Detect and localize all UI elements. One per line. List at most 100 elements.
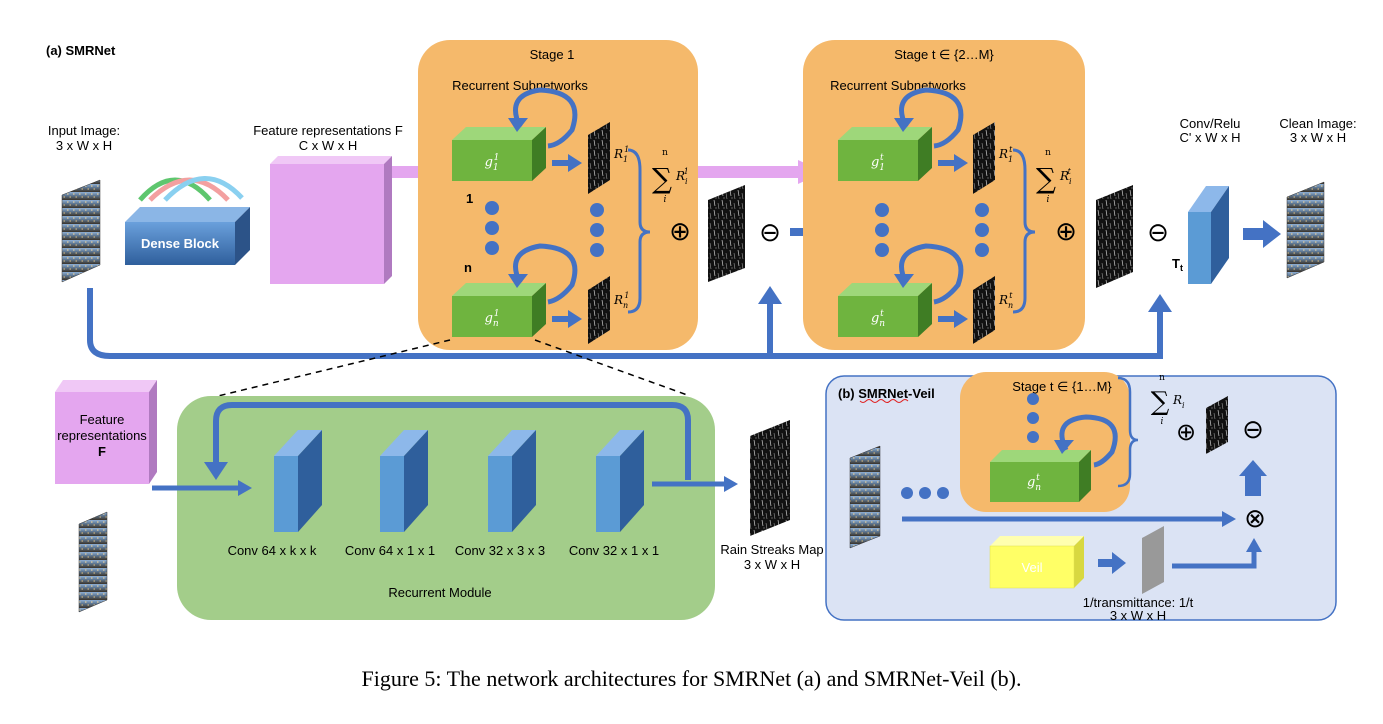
stage-1-subnet-title: Recurrent Subnetworks <box>452 78 588 93</box>
conv-label-1: Conv 64 x k x k <box>228 543 317 558</box>
pink-arrow-in <box>392 166 426 178</box>
dense-block <box>125 222 235 265</box>
conv-relu-side <box>1211 186 1229 284</box>
module-recurrent-loop <box>213 402 691 480</box>
sum-brace <box>627 148 651 314</box>
gn-loop-head <box>508 274 528 288</box>
stage-1-title: Stage 1 <box>530 47 575 62</box>
panel-b-plus: ⊕ <box>1176 418 1196 446</box>
sum-lower-t: i <box>1047 195 1050 205</box>
input-image-label: Input Image: <box>48 123 120 138</box>
dot <box>485 241 499 255</box>
feature-2-line3: F <box>98 444 106 459</box>
index-n: n <box>464 260 472 275</box>
gt1-top-face <box>838 127 932 140</box>
stage-t-subnet-title: Recurrent Subnetworks <box>830 78 966 93</box>
veil-arrow <box>1098 552 1126 574</box>
dot <box>975 223 989 237</box>
conv-relu-label: Conv/Relu <box>1180 116 1241 131</box>
arrow-to-rn <box>552 310 582 328</box>
feature-block-2-top <box>55 380 157 392</box>
g1-recurrent-loop <box>513 87 578 149</box>
gb-loop-head <box>1054 440 1074 454</box>
conv-block-4 <box>596 430 644 532</box>
module-output-arrowhead <box>724 476 738 492</box>
transmittance-size: 3 x W x H <box>1110 608 1166 623</box>
transmittance-map <box>1142 526 1164 594</box>
clean-image <box>1286 181 1325 279</box>
rtn-label: Rnt <box>998 291 1013 310</box>
panel-b-arrow-up <box>1239 460 1267 496</box>
veil-top <box>990 536 1084 546</box>
gb-label: gnt <box>1027 473 1041 493</box>
conv-label-3: Conv 32 x 3 x 3 <box>455 543 545 558</box>
sum-symbol: ∑ <box>652 162 672 195</box>
g1-top-face <box>452 127 546 140</box>
feature-block-top <box>270 156 392 164</box>
rt1-map <box>973 122 995 194</box>
conv-relu-top <box>1188 186 1229 212</box>
gtn-box <box>838 296 918 337</box>
stage-t-title: Stage t ∈ {2…M} <box>894 47 994 62</box>
dense-block-label: Dense Block <box>141 236 220 251</box>
panel-b-sum-upper: n <box>1159 373 1165 383</box>
panel-b-brace <box>1117 376 1139 488</box>
veil-label: Veil <box>1022 560 1043 575</box>
gtn-recurrent-loop <box>899 243 964 305</box>
rain-map-stage-t <box>1096 185 1133 288</box>
panel-b-minus: ⊖ <box>1242 415 1264 445</box>
module-input-image <box>78 511 108 613</box>
conv-block-1 <box>274 430 322 532</box>
rain-map-stage1 <box>708 185 745 282</box>
gtn-label: gnt <box>871 309 885 329</box>
rain-streaks-size: 3 x W x H <box>744 557 800 572</box>
sum-lower: i <box>664 195 667 205</box>
transmittance-arrow <box>1172 548 1257 569</box>
dot <box>1027 412 1039 424</box>
panel-b-sum-lower: i <box>1161 417 1164 427</box>
rn-label: Rn1 <box>613 291 629 310</box>
recurrent-module-title: Recurrent Module <box>388 585 491 600</box>
sum-symbol-t: ∑ <box>1036 162 1056 195</box>
panel-b-sum-symbol: ∑ <box>1151 387 1170 417</box>
input-image <box>61 179 101 283</box>
gt1-label: g1t <box>871 153 885 173</box>
conv-label-2: Conv 64 x 1 x 1 <box>345 543 435 558</box>
clean-image-size: 3 x W x H <box>1290 130 1346 145</box>
conv-relu-block <box>1188 212 1211 284</box>
dot <box>937 487 949 499</box>
g1-side-face <box>532 127 546 181</box>
sum-term-t: Rit <box>1059 167 1072 186</box>
dot <box>975 243 989 257</box>
gb-top-face <box>990 450 1091 462</box>
dense-arc-green <box>138 177 212 202</box>
dot <box>975 203 989 217</box>
arrow-to-clean <box>1243 220 1281 248</box>
sum-upper: n <box>662 148 668 158</box>
panel-b-input-image <box>849 445 881 549</box>
rain-streaks-label: Rain Streaks Map <box>720 542 823 557</box>
panel-b-times: ⊗ <box>1244 504 1266 534</box>
gt1-recurrent-loop <box>899 87 964 149</box>
spell-underline <box>859 399 909 403</box>
rain-streaks-map <box>750 420 790 536</box>
rtn-map <box>973 276 995 344</box>
conv-relu-size: C' x W x H <box>1180 130 1241 145</box>
g1-box <box>452 140 532 181</box>
skip-arrowhead-right <box>1148 294 1172 312</box>
panel-a-title: (a) SMRNet <box>46 43 116 58</box>
conv-block-3 <box>488 430 536 532</box>
minus-symbol-t: ⊖ <box>1147 218 1169 248</box>
r1-map <box>588 122 610 194</box>
feature-block <box>270 164 384 284</box>
arrow-to-rt1 <box>938 154 968 172</box>
dot <box>875 203 889 217</box>
arrow-to-rtn <box>938 310 968 328</box>
plus-symbol-t: ⊕ <box>1055 217 1077 247</box>
rt1-label: R1t <box>998 145 1013 164</box>
clean-image-label: Clean Image: <box>1279 116 1356 131</box>
skip-arrowhead-mid <box>758 286 782 304</box>
gb-box <box>990 462 1079 502</box>
stage-1-box <box>418 40 698 350</box>
dot <box>1027 431 1039 443</box>
